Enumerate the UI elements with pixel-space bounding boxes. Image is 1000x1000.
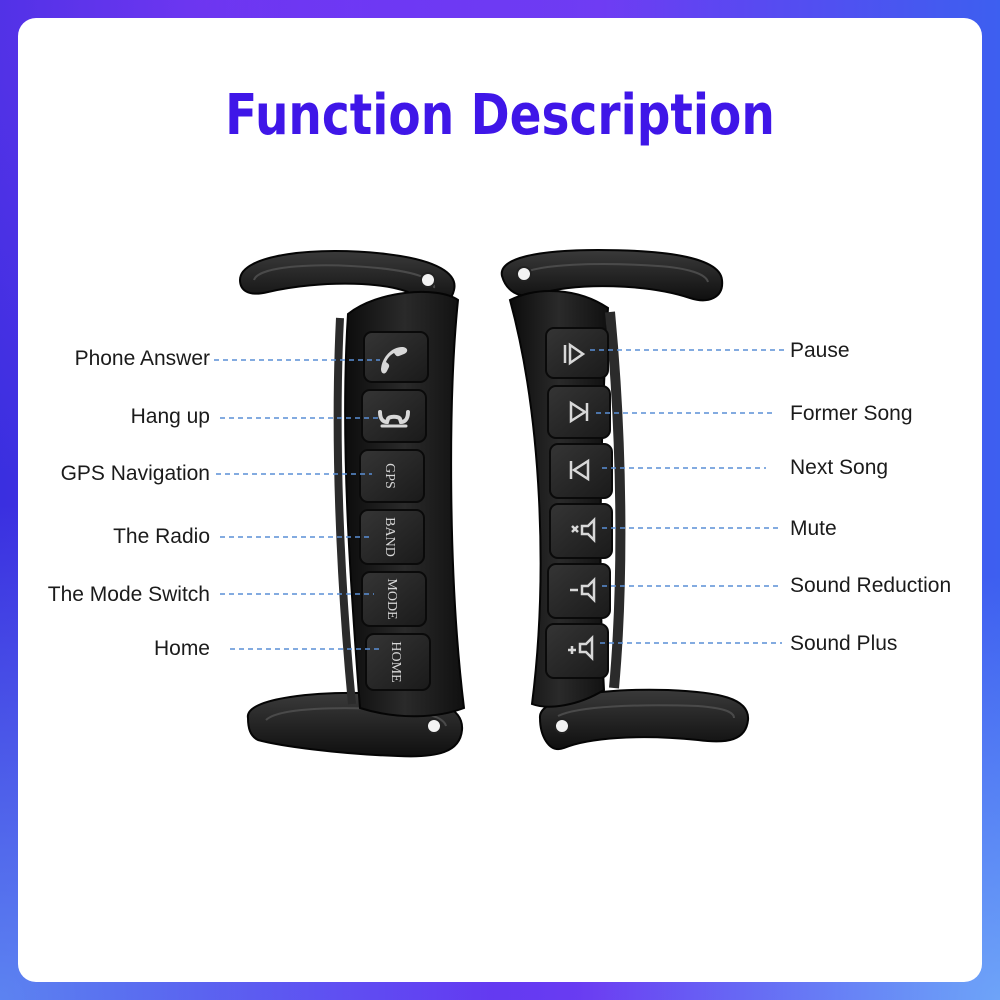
label-the-mode-switch: The Mode Switch [47, 583, 210, 606]
left-button-1 [363, 331, 429, 383]
phone-answer-icon [381, 347, 408, 374]
mode-button-text: MODE [384, 578, 399, 619]
label-pause: Pause [790, 339, 850, 362]
right-button-1 [545, 327, 609, 379]
hang-up-icon [378, 410, 410, 428]
gps-button-text: GPS [382, 463, 397, 489]
leader-lines [214, 349, 786, 650]
label-next-song: Next Song [790, 456, 889, 479]
previous-track-icon [569, 400, 589, 424]
label-sound-plus: Sound Plus [790, 632, 898, 655]
label-sound-reduction: Sound Reduction [790, 574, 952, 597]
volume-up-icon [568, 634, 594, 662]
right-controller [500, 248, 750, 751]
right-top-screw-hole [516, 266, 532, 282]
mute-icon [571, 516, 596, 544]
right-button-6 [545, 623, 609, 679]
left-bottom-screw-hole [426, 718, 442, 734]
label-gps-navigation: GPS Navigation [60, 462, 210, 485]
label-mute: Mute [790, 517, 837, 540]
right-bottom-screw-hole [554, 718, 570, 734]
right-button-2 [547, 385, 611, 439]
home-button-text: HOME [388, 641, 403, 682]
volume-down-icon [570, 576, 596, 604]
device-illustration: GPS BAND MODE HOME [214, 248, 786, 758]
label-home: Home [153, 637, 210, 660]
label-hang-up: Hang up [130, 405, 210, 428]
left-top-screw-hole [420, 272, 436, 288]
left-button-3 [359, 449, 425, 503]
right-bottom-strap [538, 688, 750, 751]
right-button-3 [549, 443, 613, 499]
content-card: Function Description [18, 18, 982, 982]
left-button-6 [365, 633, 431, 691]
page-title: Function Description [225, 83, 775, 148]
play-pause-icon [563, 342, 586, 366]
label-phone-answer: Phone Answer [74, 347, 210, 370]
right-button-5 [547, 563, 611, 619]
left-controller: GPS BAND MODE HOME [238, 250, 466, 758]
label-the-radio: The Radio [113, 525, 210, 548]
label-former-song: Former Song [790, 402, 913, 425]
left-button-5 [361, 571, 427, 627]
band-button-text: BAND [382, 517, 397, 557]
next-track-icon [569, 458, 590, 482]
